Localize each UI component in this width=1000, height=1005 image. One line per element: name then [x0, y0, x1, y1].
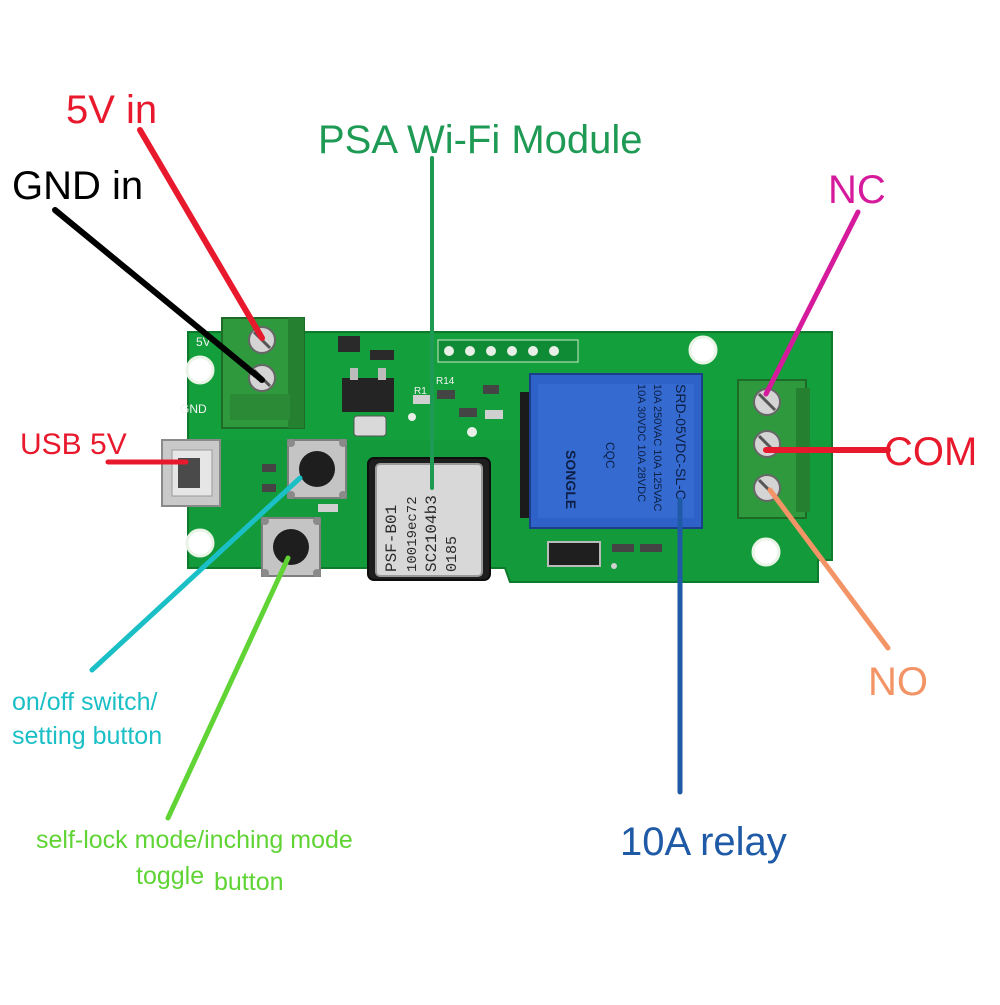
module-line-2: 10019ec72: [405, 496, 421, 572]
callout-line-no: [767, 487, 891, 651]
micro-usb-connector: [161, 439, 221, 507]
module-marking: PSF-B01 10019ec72 SC2104b3 0185: [383, 495, 461, 572]
label-com: COM: [884, 430, 978, 474]
label-usb-5v: USB 5V: [20, 428, 127, 461]
relay-rating-1: 10A 250VAC 10A 125VAC: [651, 384, 663, 511]
label-onoff-line2: setting button: [12, 722, 163, 750]
label-selflock-button: button: [214, 868, 284, 896]
callout-line-5v: [137, 127, 265, 341]
label-selflock-toggle: toggle: [136, 862, 205, 890]
label-5v-in: 5V in: [66, 88, 158, 132]
relay-rating-2: 10A 30VDC 10A 28VDC: [635, 384, 647, 502]
label-selflock-line1: self-lock mode/inching mode: [36, 826, 353, 854]
label-gnd-in: GND in: [12, 164, 144, 208]
module-line-3: SC2104b3: [423, 495, 441, 572]
relay-marking: SRD-05VDC-SL-C 10A 250VAC 10A 125VAC 10A…: [563, 384, 689, 511]
onoff-tact-button: [287, 439, 347, 499]
relay-brand-text: SONGLE: [563, 450, 579, 509]
wifi-module: [367, 457, 491, 581]
power-terminal-block: [221, 317, 305, 429]
callout-line-onoff: [89, 475, 303, 673]
label-wifi-module: PSA Wi-Fi Module: [318, 118, 643, 162]
label-10a-relay: 10A relay: [620, 820, 787, 864]
silk-gnd-label: GND: [180, 402, 207, 416]
callout-line-nc: [763, 209, 861, 397]
label-nc: NC: [828, 168, 886, 212]
relay: [520, 373, 703, 529]
module-line-4: 0185: [444, 536, 461, 572]
label-no: NO: [868, 660, 928, 704]
relay-cert-text: CQC: [603, 442, 617, 469]
smd-components: [262, 336, 662, 569]
relay-model-text: SRD-05VDC-SL-C: [673, 384, 689, 500]
callout-line-gnd: [52, 207, 265, 383]
module-line-1: PSF-B01: [383, 505, 401, 572]
selflock-tact-button: [261, 517, 321, 577]
callout-line-selflock: [165, 555, 291, 821]
silk-r14-label: R14: [436, 376, 455, 387]
label-onoff-line1: on/off switch/: [12, 688, 158, 716]
silk-r1-label: R1: [414, 386, 427, 397]
